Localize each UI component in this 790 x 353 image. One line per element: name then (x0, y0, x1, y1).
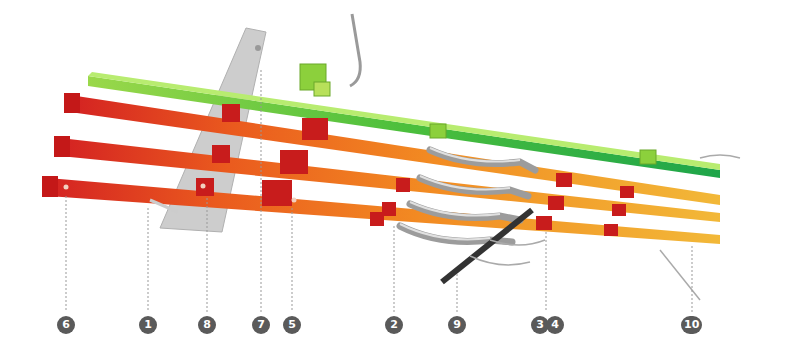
conductor-rail (60, 138, 720, 222)
callout-number: 6 (57, 316, 75, 334)
leader-lines (66, 70, 692, 312)
current-collectors (400, 150, 535, 242)
collector-cables (470, 155, 740, 300)
end-cap (54, 136, 70, 157)
callout-number: 9 (448, 316, 466, 334)
collector-bar (442, 210, 532, 282)
end-cap (64, 93, 80, 113)
callout-number: 8 (198, 316, 216, 334)
end-cap (42, 176, 58, 197)
callout-number: 4 (546, 316, 564, 334)
callout-number: 7 (252, 316, 270, 334)
callout-number: 1 (139, 316, 157, 334)
conductor-rail (48, 178, 720, 244)
bracket-hole (255, 45, 261, 51)
callout-number: 2 (385, 316, 403, 334)
callout-number: 5 (283, 316, 301, 334)
callout-number: 10 (681, 316, 702, 334)
rail-hangers (196, 104, 634, 236)
cable-hook (350, 14, 360, 86)
earth-clips (300, 64, 656, 164)
